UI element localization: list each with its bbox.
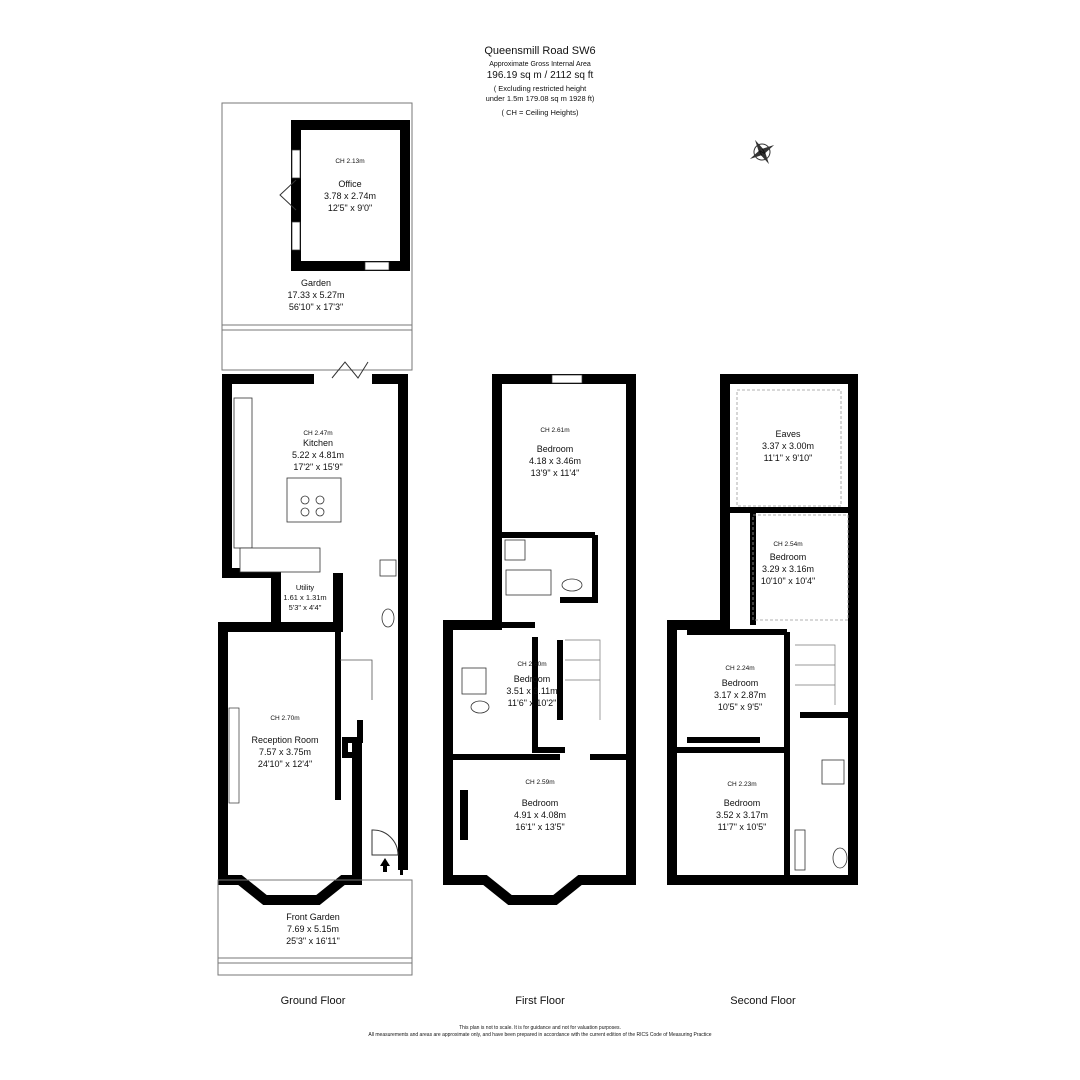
bedroom-2-label: Bedroom <box>514 674 551 684</box>
bedroom-6-ceiling-height: CH 2.23m <box>727 781 756 788</box>
garden-boundary <box>221 102 413 371</box>
bedroom-1-imperial: 13'9" x 11'4" <box>531 468 580 478</box>
first-floor-plan: CH 2.61m Bedroom 4.18 x 3.46m 13'9" x 11… <box>443 374 636 1007</box>
reception-ceiling-height: CH 2.70m <box>270 715 299 722</box>
first-floor-walls <box>443 374 636 905</box>
bedroom-3-ceiling-height: CH 2.59m <box>525 779 554 786</box>
bedroom-2-ceiling-height: CH 2.60m <box>517 661 546 668</box>
disclaimer-line-2: All measurements and areas are approxima… <box>368 1032 711 1038</box>
bedroom-5-imperial: 10'5" x 9'5" <box>718 702 762 712</box>
front-garden-label: Front Garden <box>286 912 340 922</box>
ground-floor-label: Ground Floor <box>281 995 346 1007</box>
kitchen-label: Kitchen <box>303 438 333 448</box>
reception-label: Reception Room <box>251 735 318 745</box>
disclaimer-line-1: This plan is not to scale. It is for gui… <box>459 1025 621 1031</box>
plan-header: Queensmill Road SW6 Approximate Gross In… <box>484 45 595 117</box>
first-floor-label: First Floor <box>515 995 565 1007</box>
bedroom-2-imperial: 11'6" x 10'2" <box>508 698 557 708</box>
office-imperial: 12'5" x 9'0" <box>328 203 372 213</box>
reception-metric: 7.57 x 3.75m <box>259 747 311 757</box>
bedroom-2-metric: 3.51 x 3.11m <box>506 686 557 696</box>
bedroom-5-label: Bedroom <box>722 678 759 688</box>
second-floor-plan: Eaves 3.37 x 3.00m 11'1" x 9'10" CH 2.54… <box>667 374 858 1007</box>
office-metric: 3.78 x 2.74m <box>324 191 376 201</box>
total-area: 196.19 sq m / 2112 sq ft <box>487 70 594 81</box>
garden-imperial: 56'10" x 17'3" <box>289 302 343 312</box>
front-garden-metric: 7.69 x 5.15m <box>287 924 339 934</box>
eaves-boundary <box>736 389 842 507</box>
bedroom-1-metric: 4.18 x 3.46m <box>529 456 581 466</box>
bedroom-4-metric: 3.29 x 3.16m <box>762 564 814 574</box>
excluding-note-1: ( Excluding restricted height <box>494 84 587 93</box>
bedroom-6-metric: 3.52 x 3.17m <box>716 810 768 820</box>
office-walls <box>291 120 410 271</box>
ground-floor-plan: CH 2.13m Office 3.78 x 2.74m 12'5" x 9'0… <box>217 102 413 1007</box>
bedroom-4-imperial: 10'10" x 10'4" <box>761 576 815 586</box>
bedroom-4-label: Bedroom <box>770 552 807 562</box>
utility-imperial: 5'3" x 4'4" <box>289 603 322 612</box>
office-label: Office <box>338 179 361 189</box>
compass-icon: N <box>749 139 775 165</box>
bedroom-5-ceiling-height: CH 2.24m <box>725 665 754 672</box>
area-caption: Approximate Gross Internal Area <box>489 61 591 68</box>
bedroom-3-metric: 4.91 x 4.08m <box>514 810 566 820</box>
kitchen-metric: 5.22 x 4.81m <box>292 450 344 460</box>
bedroom-3-imperial: 16'1" x 13'5" <box>515 822 564 832</box>
reception-imperial: 24'10" x 12'4" <box>258 759 312 769</box>
bedroom-1-label: Bedroom <box>537 444 574 454</box>
second-floor-label: Second Floor <box>730 995 796 1007</box>
eaves-metric: 3.37 x 3.00m <box>762 441 814 451</box>
bedroom-1-ceiling-height: CH 2.61m <box>540 427 569 434</box>
office-ceiling-height: CH 2.13m <box>335 158 364 165</box>
bedroom-3-label: Bedroom <box>522 798 559 808</box>
kitchen-ceiling-height: CH 2.47m <box>303 430 332 437</box>
kitchen-imperial: 17'2" x 15'9" <box>293 462 342 472</box>
bedroom-6-imperial: 11'7" x 10'5" <box>718 822 767 832</box>
utility-metric: 1.61 x 1.31m <box>283 593 326 602</box>
excluding-note-2: under 1.5m 179.08 sq m 1928 ft) <box>486 94 595 103</box>
bedroom-5-metric: 3.17 x 2.87m <box>714 690 766 700</box>
entrance-arrow-icon <box>380 858 390 872</box>
front-garden-boundary <box>217 879 413 976</box>
garden-metric: 17.33 x 5.27m <box>287 290 344 300</box>
ceiling-height-note: ( CH = Ceiling Heights) <box>502 108 579 117</box>
garden-label: Garden <box>301 278 331 288</box>
bedroom-4-ceiling-height: CH 2.54m <box>773 541 802 548</box>
compass-north-label: N <box>757 147 767 158</box>
front-garden-imperial: 25'3" x 16'11" <box>286 936 340 946</box>
eaves-label: Eaves <box>775 429 801 439</box>
eaves-imperial: 11'1" x 9'10" <box>764 453 813 463</box>
bedroom-6-label: Bedroom <box>724 798 761 808</box>
utility-label: Utility <box>296 583 315 592</box>
property-title: Queensmill Road SW6 <box>484 45 595 57</box>
second-floor-walls <box>667 374 858 885</box>
